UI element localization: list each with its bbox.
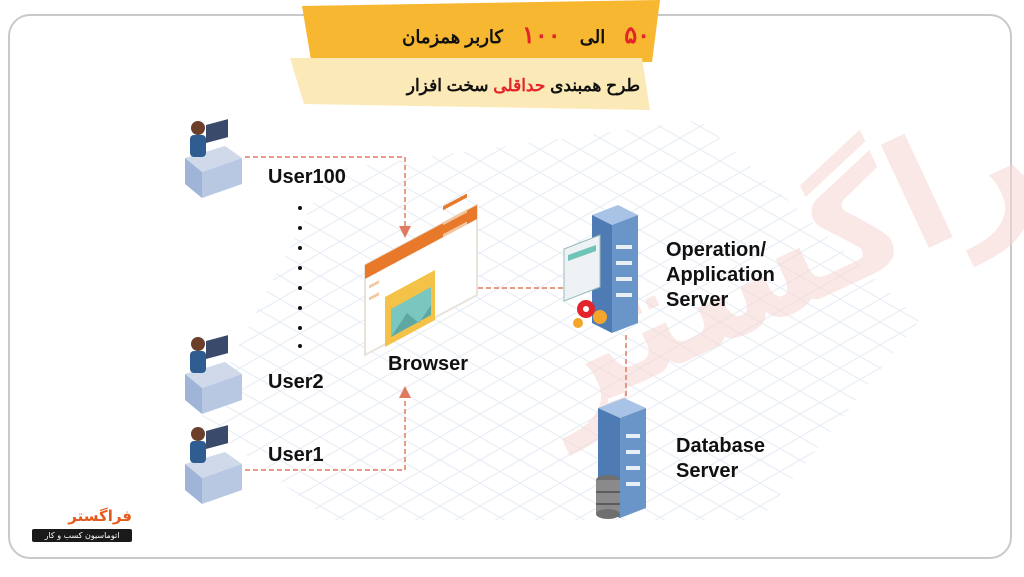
banner-separator: الی bbox=[579, 27, 606, 47]
brand-logo-name: فراگستر bbox=[68, 507, 132, 525]
ellipsis-dot bbox=[298, 344, 302, 348]
ellipsis-dot bbox=[298, 326, 302, 330]
banner-subtitle-pre: طرح همبندی bbox=[550, 76, 640, 95]
user1-label: User1 bbox=[268, 444, 324, 466]
banner-subtitle-post: سخت افزار bbox=[406, 76, 489, 95]
connector-user1-browser bbox=[245, 386, 411, 471]
db-server-label-line2: Server bbox=[676, 460, 739, 482]
ellipsis-dot bbox=[298, 286, 302, 290]
title-banner bbox=[290, 0, 660, 110]
brand-logo-tagline: اتوماسیون کسب و کار bbox=[32, 529, 132, 542]
banner-subtitle-highlight: حداقلی bbox=[493, 76, 546, 95]
ellipsis-dot bbox=[298, 226, 302, 230]
app-server-label-line2: Application bbox=[666, 264, 775, 286]
banner-users-text: کاربر همزمان bbox=[402, 27, 503, 47]
user100-label: User100 bbox=[268, 166, 346, 188]
banner-number-max: ۱۰۰ bbox=[522, 22, 561, 49]
browser-label: Browser bbox=[388, 353, 469, 375]
db-server-label-line1: Database bbox=[676, 435, 765, 457]
app-server-label-line3: Server bbox=[666, 289, 729, 311]
ellipsis-dot bbox=[298, 206, 302, 210]
app-server-label-line1: Operation/ bbox=[666, 239, 767, 261]
user2-label: User2 bbox=[268, 371, 324, 393]
banner-line2: طرح همبندی حداقلی سخت افزار bbox=[330, 74, 640, 98]
brand-logo: فراگستر اتوماسیون کسب و کار bbox=[32, 507, 132, 543]
ellipsis-dot bbox=[298, 246, 302, 250]
banner-number-min: ۵۰ bbox=[624, 22, 650, 49]
ellipsis-dot bbox=[298, 306, 302, 310]
ellipsis-dot bbox=[298, 266, 302, 270]
banner-line1: ۵۰ الی ۱۰۰ کاربر همزمان bbox=[330, 24, 650, 50]
